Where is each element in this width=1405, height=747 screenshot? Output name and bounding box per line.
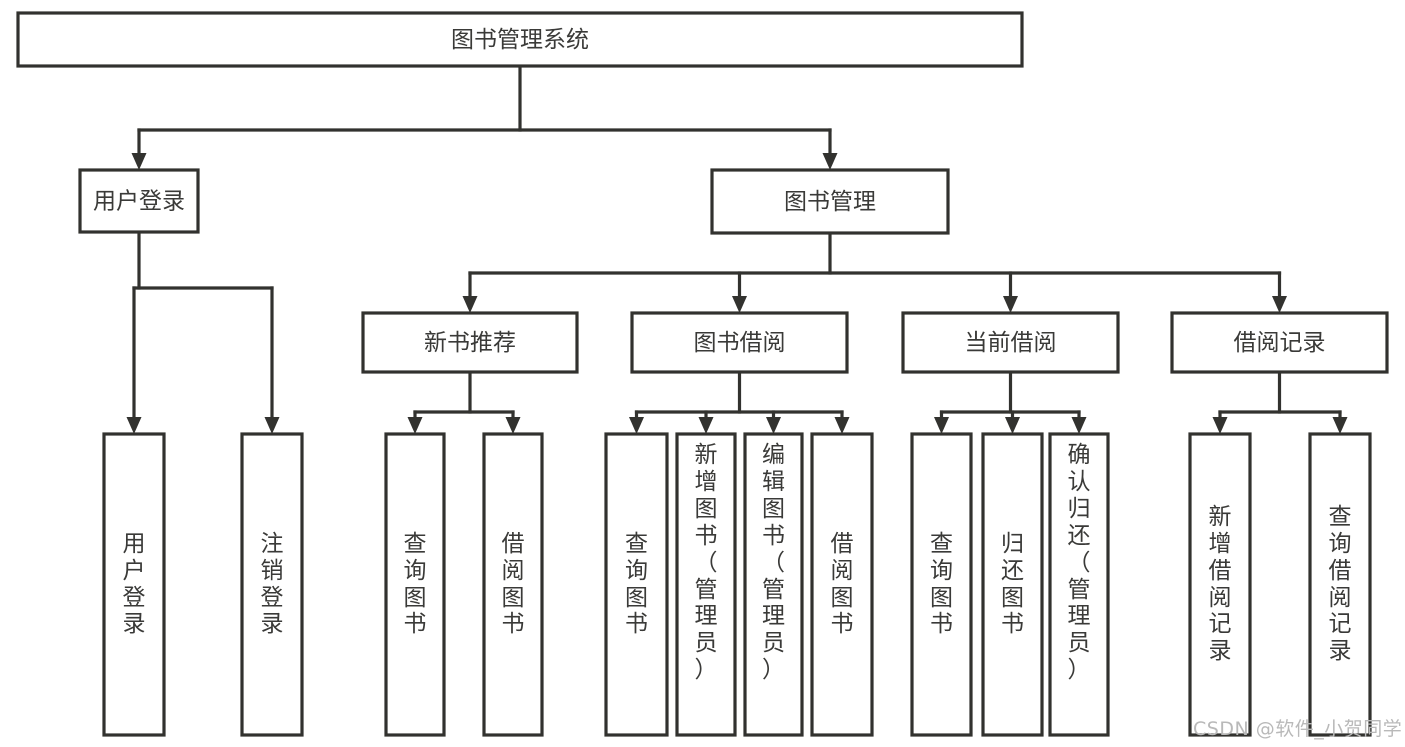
node-label-book-manage: 图书管理 — [784, 189, 876, 215]
arrowhead-icon — [407, 417, 423, 434]
arrowhead-icon — [264, 417, 280, 434]
connector-layer — [126, 64, 1348, 434]
arrowhead-icon — [1212, 417, 1228, 434]
arrowhead-icon — [1332, 417, 1348, 434]
node-root[interactable] — [16, 11, 1024, 68]
arrowhead-icon — [1003, 296, 1018, 313]
arrowhead-icon — [131, 153, 147, 170]
node-leaf-borrow-book-rec[interactable] — [482, 432, 544, 737]
node-leaf-query-book-current[interactable] — [910, 432, 973, 737]
node-label-new-book-recommend: 新书推荐 — [424, 330, 516, 356]
arrowhead-icon — [629, 417, 644, 434]
node-borrow-record[interactable] — [1170, 311, 1389, 374]
node-label-user-login: 用户登录 — [93, 189, 185, 215]
node-leaf-query-book-rec[interactable] — [384, 432, 446, 737]
node-leaf-query-borrow-record[interactable] — [1308, 432, 1372, 737]
arrowhead-icon — [1005, 417, 1020, 434]
node-leaf-add-book-admin[interactable] — [675, 432, 737, 737]
node-leaf-confirm-return-admin[interactable] — [1048, 432, 1110, 737]
node-leaf-user-logout[interactable] — [240, 432, 304, 737]
node-book-borrow[interactable] — [630, 311, 849, 374]
node-label-current-borrow: 当前借阅 — [965, 330, 1057, 356]
node-leaf-query-book-borrow[interactable] — [604, 432, 669, 737]
node-leaf-add-borrow-record[interactable] — [1188, 432, 1252, 737]
arrowhead-icon — [766, 417, 781, 434]
node-label-root: 图书管理系统 — [451, 27, 589, 53]
arrowhead-icon — [834, 417, 850, 434]
node-label-book-borrow: 图书借阅 — [694, 330, 786, 356]
node-book-manage[interactable] — [710, 168, 950, 235]
arrowhead-icon — [698, 417, 714, 434]
node-new-book-recommend[interactable] — [361, 311, 579, 374]
arrowhead-icon — [934, 417, 949, 434]
arrowhead-icon — [822, 153, 838, 170]
node-leaf-borrow-book[interactable] — [810, 432, 874, 737]
arrowhead-icon — [462, 296, 478, 313]
arrowhead-icon — [505, 417, 521, 434]
node-current-borrow[interactable] — [901, 311, 1120, 374]
node-leaf-edit-book-admin[interactable] — [743, 432, 804, 737]
node-leaf-user-login[interactable] — [102, 432, 166, 737]
arrowhead-icon — [1071, 417, 1087, 434]
csdn-watermark: CSDN @软件_小贺同学 — [1193, 718, 1403, 740]
arrowhead-icon — [126, 417, 142, 434]
node-user-login[interactable] — [78, 168, 200, 234]
node-leaf-return-book[interactable] — [981, 432, 1044, 737]
node-box-layer — [16, 11, 1389, 737]
arrowhead-icon — [1272, 296, 1287, 313]
arrowhead-icon — [732, 296, 747, 313]
node-label-borrow-record: 借阅记录 — [1234, 330, 1326, 356]
